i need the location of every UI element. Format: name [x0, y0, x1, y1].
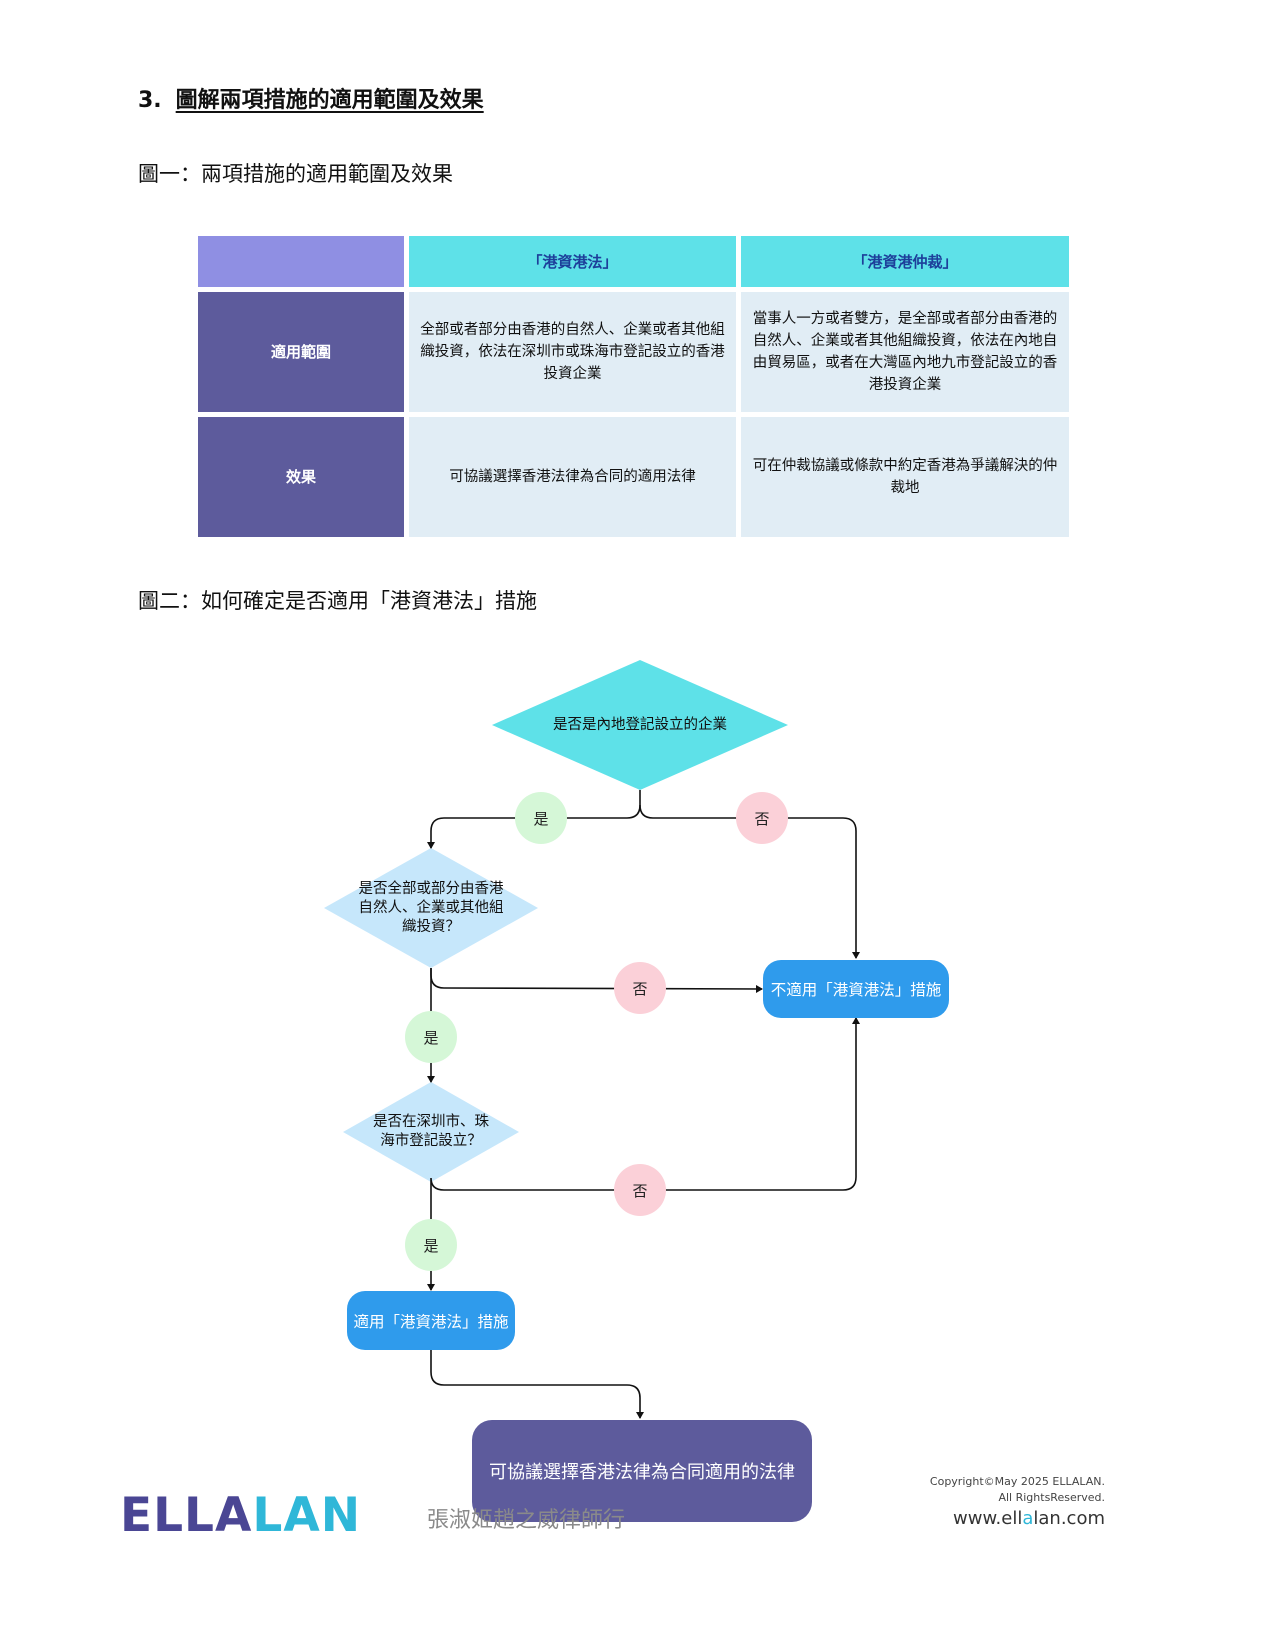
cell-scope-hk-law: 全部或者部分由香港的自然人、企業或者其他組織投資，依法在深圳市或珠海市登記設立的…	[409, 292, 736, 412]
connector-q2-no	[430, 968, 763, 993]
row-header-scope: 適用範圍	[198, 292, 404, 412]
cell-scope-hk-arbitration: 當事人一方或者雙方，是全部或者部分由香港的自然人、企業或者其他組織投資，依法在內…	[741, 292, 1069, 412]
column-header-hk-law: 「港資港法」	[409, 236, 736, 287]
decision-diamond-3	[343, 1082, 519, 1182]
copyright-line2: All RightsReserved.	[998, 1491, 1105, 1504]
no-marker-q3: 否	[614, 1164, 666, 1216]
applicable-box: 適用「港資港法」措施	[347, 1291, 515, 1350]
section-number: 3.	[138, 88, 162, 113]
table-corner	[198, 236, 404, 287]
website-accent: a	[1022, 1508, 1034, 1529]
website-post: lan.com	[1033, 1508, 1105, 1529]
result-box: 可協議選擇香港法律為合同適用的法律	[472, 1420, 812, 1522]
connector-q1-no	[639, 804, 860, 959]
website-pre: www.ell	[953, 1508, 1023, 1529]
connector-to-result	[430, 1350, 644, 1419]
row-header-effect: 效果	[198, 417, 404, 537]
decision-diamond-1	[492, 660, 788, 790]
no-marker-q1: 否	[736, 792, 788, 844]
firm-name: 張淑姬趙之威律師行	[427, 1508, 626, 1533]
section-heading: 3. 圖解兩項措施的適用範圍及效果	[138, 82, 484, 114]
cell-effect-hk-law: 可協議選擇香港法律為合同的適用法律	[409, 417, 736, 537]
firm-logo: ELLALAN	[120, 1488, 361, 1543]
website-link[interactable]: www.ellalan.com	[953, 1508, 1105, 1529]
decision-diamond-2	[324, 848, 538, 968]
decision-q3-text: 是否在深圳市、珠海市登記設立？	[373, 1114, 489, 1149]
cell-effect-hk-arbitration: 可在仲裁協議或條款中約定香港為爭議解決的仲裁地	[741, 417, 1069, 537]
connector-q1-yes	[427, 804, 641, 849]
yes-marker-q3: 是	[405, 1219, 457, 1271]
copyright-line1: Copyright©May 2025 ELLALAN.	[929, 1475, 1105, 1488]
no-marker-q2: 否	[614, 962, 666, 1014]
figure2-caption: 圖二：如何確定是否適用「港資港法」措施	[138, 589, 537, 613]
figure1-caption: 圖一：兩項措施的適用範圍及效果	[138, 162, 453, 186]
yes-marker-q2: 是	[405, 1011, 457, 1063]
decision-q1-text: 是否是內地登記設立的企業	[553, 716, 727, 733]
column-header-hk-arbitration: 「港資港仲裁」	[741, 236, 1069, 287]
decision-q2-text: 是否全部或部分由香港自然人、企業或其他組織投資？	[358, 880, 504, 935]
section-title: 圖解兩項措施的適用範圍及效果	[175, 88, 484, 113]
not-applicable-box: 不適用「港資港法」措施	[763, 960, 949, 1018]
logo-accent: LAN	[252, 1488, 362, 1543]
logo-main: ELLA	[120, 1488, 253, 1543]
copyright-notice: Copyright©May 2025 ELLALAN. All RightsRe…	[930, 1474, 1105, 1506]
yes-marker-q1: 是	[515, 792, 567, 844]
